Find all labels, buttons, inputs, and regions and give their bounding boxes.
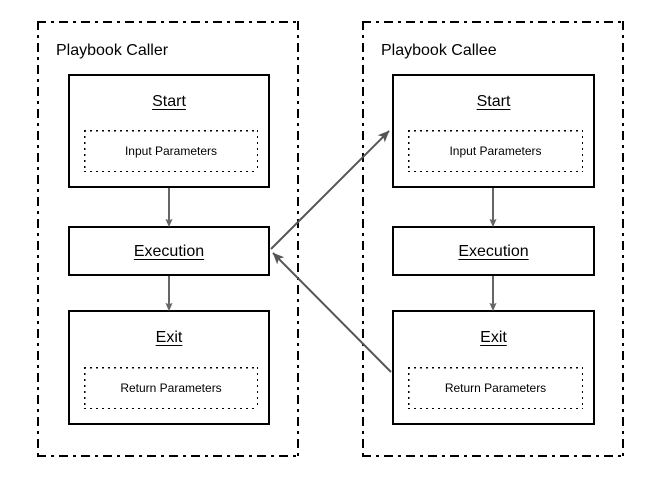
node-callee-execution[interactable]: Execution <box>392 226 595 276</box>
node-caller-start-input-parameters: Input Parameters <box>84 130 258 172</box>
swimlane-caller-title: Playbook Caller <box>56 42 169 59</box>
node-caller-start-title: Start <box>152 93 186 110</box>
node-callee-execution-title: Execution <box>458 243 529 260</box>
node-callee-exit-title: Exit <box>480 329 507 346</box>
node-caller-exit-title: Exit <box>155 329 183 346</box>
node-callee-start-input-parameters: Input Parameters <box>408 130 583 172</box>
node-callee-start[interactable]: Start Input Parameters <box>392 74 595 188</box>
node-callee-exit[interactable]: Exit Return Parameters <box>392 310 595 425</box>
swimlane-callee-title: Playbook Callee <box>381 42 497 59</box>
node-callee-start-title: Start <box>476 93 511 110</box>
node-callee-exit-return-parameters: Return Parameters <box>408 367 583 409</box>
node-caller-exit[interactable]: Exit Return Parameters <box>68 310 270 425</box>
node-caller-exit-return-parameters: Return Parameters <box>84 367 258 409</box>
node-caller-start[interactable]: Start Input Parameters <box>68 74 270 188</box>
node-caller-execution[interactable]: Execution <box>68 226 270 276</box>
node-caller-execution-title: Execution <box>133 243 205 260</box>
